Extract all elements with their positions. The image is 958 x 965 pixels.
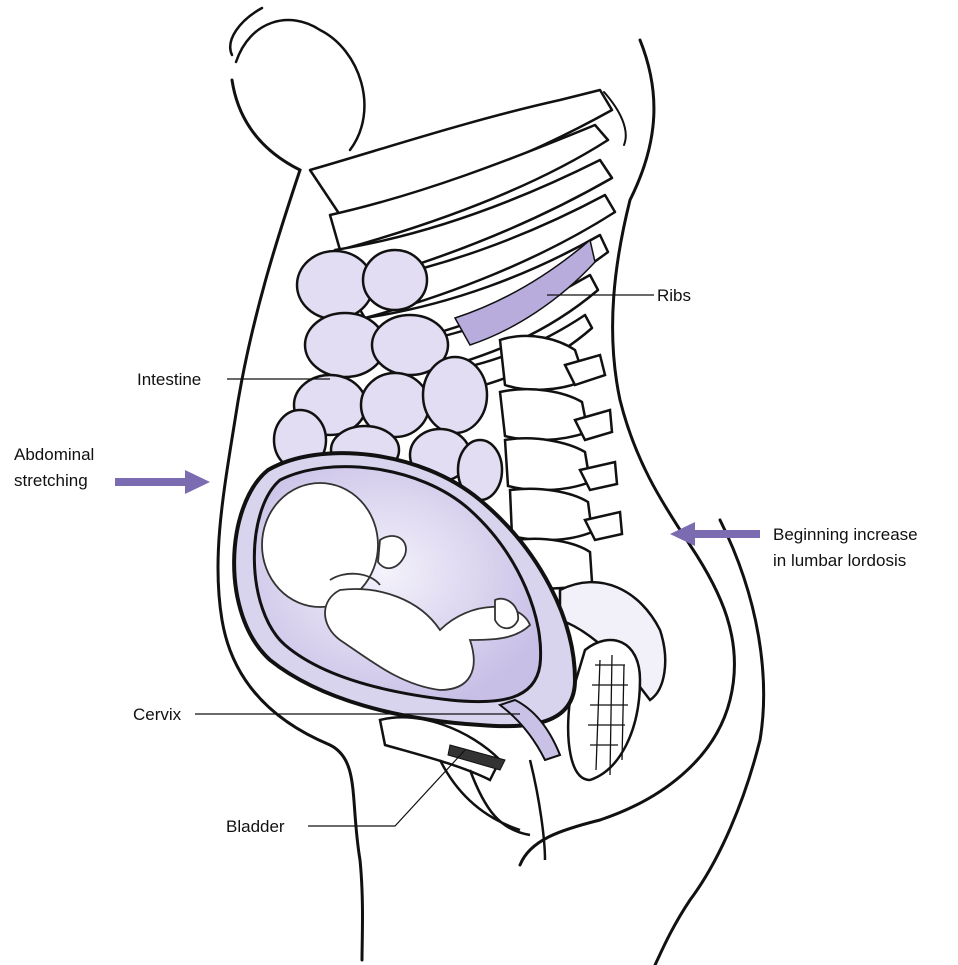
rectum-group: [568, 640, 640, 780]
lordosis-label-line1: Beginning increase: [773, 525, 918, 544]
intestine-label: Intestine: [137, 370, 201, 389]
cervix-label: Cervix: [133, 705, 182, 724]
lordosis-label-line2: in lumbar lordosis: [773, 551, 906, 570]
abdominal-stretching-arrow: [115, 470, 210, 494]
abdominal-label-line2: stretching: [14, 471, 88, 490]
lordosis-arrow: [670, 522, 760, 546]
bladder-label: Bladder: [226, 817, 285, 836]
ribs-label: Ribs: [657, 286, 691, 305]
abdominal-label-line1: Abdominal: [14, 445, 94, 464]
